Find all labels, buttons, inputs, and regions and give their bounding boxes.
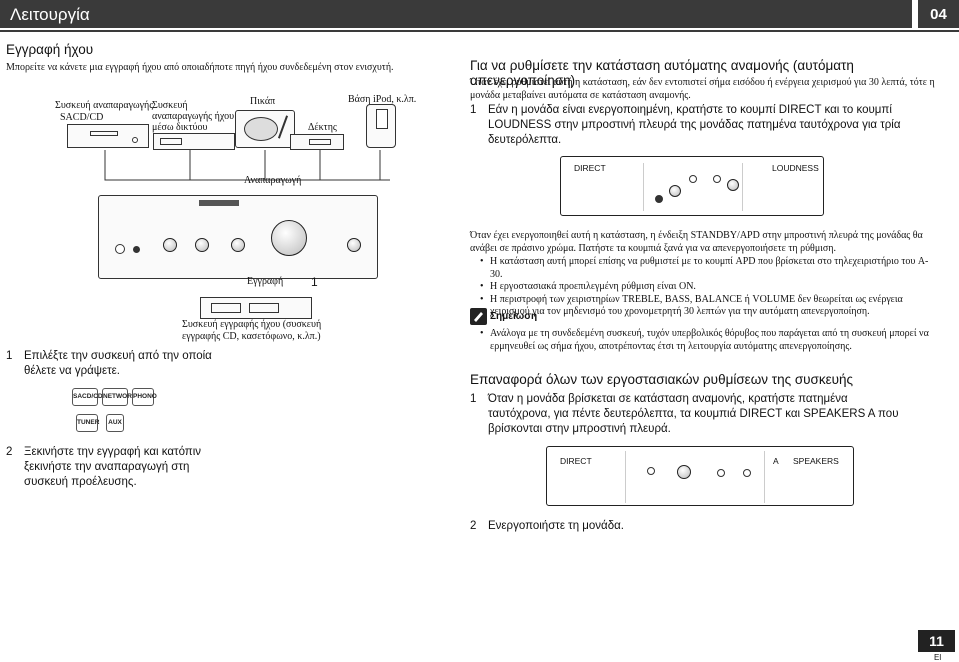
ipod-dock-illustration	[366, 104, 396, 148]
apd-bullet: Η εργοστασιακά προεπιλεγμένη ρύθμιση είν…	[478, 281, 940, 294]
turntable-illustration	[235, 110, 295, 148]
left-step2-text: Ξεκινήστε την εγγραφή και κατόπιν ξεκινή…	[24, 446, 202, 488]
reset-step2-text: Ενεργοποιήστε τη μονάδα.	[488, 520, 624, 532]
label-turntable: Πικάπ	[250, 96, 276, 107]
label-network-3: μέσω δικτύου	[152, 122, 208, 133]
apd-bullet: Η περιστροφή των χειριστηρίων TREBLE, BA…	[478, 294, 940, 319]
label-network-1: Συσκευή	[152, 100, 188, 111]
header-rule	[0, 30, 959, 32]
reset-step1-text: Όταν η μονάδα βρίσκεται σε κατάσταση ανα…	[488, 393, 899, 435]
source-button-sacd[interactable]: SACD/CD	[72, 388, 103, 406]
apd-heading: Για να ρυθμίσετε την κατάσταση αυτόματης…	[470, 58, 854, 88]
apd-step1-text: Εάν η μονάδα είναι ενεργοποιημένη, κρατή…	[488, 104, 901, 146]
reset-heading: Επαναφορά όλων των εργοστασιακών ρυθμίσε…	[470, 372, 854, 387]
apd-after-text: Όταν έχει ενεργοποιηθεί αυτή η κατάσταση…	[470, 230, 923, 254]
page-number: 11	[918, 630, 955, 652]
front-panel-direct-loudness: DIRECT LOUDNESS	[560, 156, 824, 216]
reset-step2-number: 2	[470, 520, 477, 532]
source-button-phono[interactable]: PHONO	[132, 388, 157, 406]
tuner-illustration	[290, 134, 344, 150]
panel2-direct-label: DIRECT	[560, 456, 592, 466]
network-player-illustration	[153, 133, 235, 150]
note-icon	[470, 308, 487, 325]
apd-step1-number: 1	[470, 104, 477, 116]
source-button-tuner[interactable]: TUNER	[76, 414, 99, 432]
sacd-player-illustration	[67, 124, 149, 148]
front-panel-direct-speakers: DIRECT A SPEAKERS	[546, 446, 854, 506]
reset-step1-number: 1	[470, 393, 477, 405]
callout-1: 1	[311, 275, 318, 289]
panel1-loudness-label: LOUDNESS	[772, 163, 819, 173]
page-section-title: Λειτουργία	[0, 0, 912, 28]
label-recorder-1: Συσκευή εγγραφής ήχου (συσκευή	[182, 319, 322, 330]
label-playback: Αναπαραγωγή	[244, 175, 302, 186]
panel2-speakers-label: SPEAKERS	[793, 456, 839, 466]
recording-heading: Εγγραφή ήχου	[6, 42, 94, 57]
apd-bullet: Η κατάσταση αυτή μπορεί επίσης να ρυθμισ…	[478, 256, 940, 281]
language-code: El	[934, 653, 942, 662]
apd-intro: Όταν έχει ρυθμιστεί αυτή η κατάσταση, εά…	[470, 77, 935, 101]
note-title: Σημείωση	[490, 311, 538, 322]
left-step2-number: 2	[6, 446, 13, 458]
label-tuner: Δέκτης	[308, 122, 337, 133]
connection-lines	[104, 150, 390, 181]
panel1-direct-label: DIRECT	[574, 163, 606, 173]
amplifier-illustration	[98, 195, 378, 279]
left-step1-text: Επιλέξτε την συσκευή από την οποία θέλετ…	[24, 350, 212, 377]
source-button-aux[interactable]: AUX	[106, 414, 124, 432]
panel2-a-label: A	[773, 456, 779, 466]
note-bullet: Ανάλογα με τη συνδεδεμένη συσκευή, τυχόν…	[478, 328, 940, 353]
label-network-2: αναπαραγωγής ήχου	[152, 111, 235, 122]
apd-bullets: Η κατάσταση αυτή μπορεί επίσης να ρυθμισ…	[478, 256, 940, 319]
recorder-illustration	[200, 297, 312, 319]
source-button-network[interactable]: NETWORK	[102, 388, 137, 406]
label-recording: Εγγραφή	[247, 276, 284, 287]
note-bullets: Ανάλογα με τη συνδεδεμένη συσκευή, τυχόν…	[478, 328, 940, 353]
left-step1-number: 1	[6, 350, 13, 362]
label-sacd-1: Συσκευή αναπαραγωγής	[55, 100, 154, 111]
recording-intro: Μπορείτε να κάνετε μια εγγραφή ήχου από …	[6, 62, 394, 73]
label-sacd-2: SACD/CD	[60, 112, 104, 123]
chapter-number: 04	[918, 0, 959, 28]
label-ipod: Βάση iPod, κ.λπ.	[348, 94, 417, 105]
label-recorder-2: εγγραφής CD, κασετόφωνο, κ.λπ.)	[182, 331, 321, 342]
